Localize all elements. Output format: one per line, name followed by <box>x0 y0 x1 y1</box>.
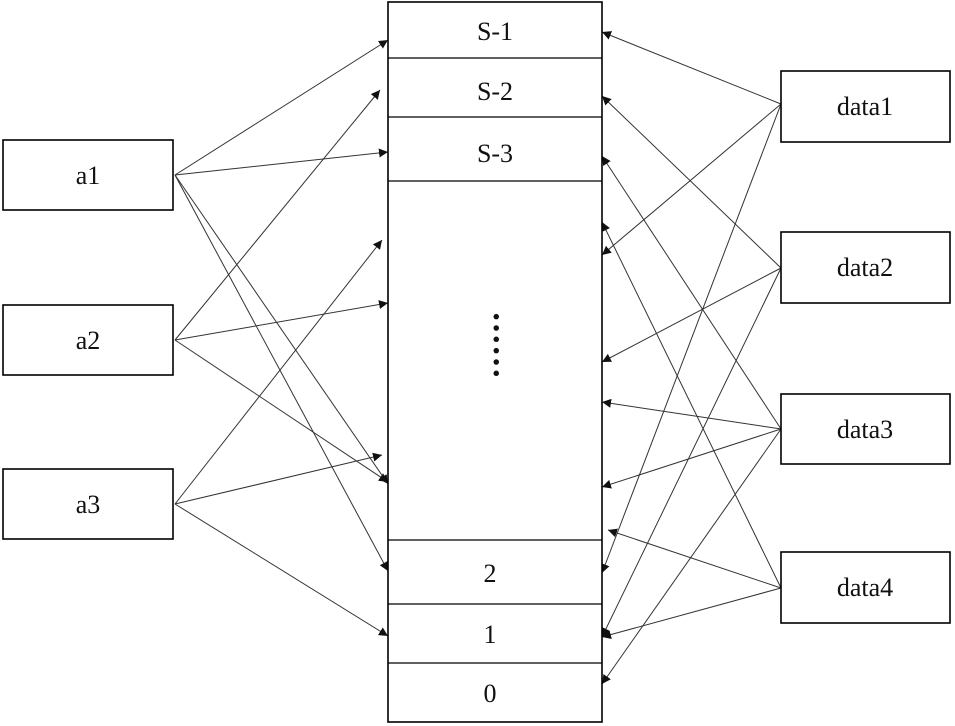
edges <box>174 31 782 685</box>
stack-cell-2: 2 <box>484 559 497 588</box>
node-data1-label: data1 <box>837 92 893 121</box>
stack-cell-s2: S-2 <box>477 77 513 106</box>
node-data2-box <box>780 231 951 304</box>
stack-cell-s3: S-3 <box>477 139 513 168</box>
stack-cell-0: 0 <box>484 679 497 708</box>
edge-a3-to-c1 <box>174 503 389 637</box>
stack: S-1 S-2 S-3 ······ 2 1 0 <box>387 1 603 723</box>
node-a3-box <box>2 468 174 540</box>
edge-a2-to-s2 <box>174 89 381 341</box>
edge-data3-to-gap_mid <box>601 398 782 430</box>
edge-a1-to-c2 <box>174 174 389 572</box>
stack-ellipsis: ······ <box>477 311 514 379</box>
node-a2-box <box>2 304 174 376</box>
edge-a3-to-gap_top <box>174 239 383 505</box>
node-data1-box <box>780 70 951 143</box>
edge-a1-to-gap_low <box>174 174 389 485</box>
edge-data4-to-gap_bottom <box>607 528 782 589</box>
node-data4-box <box>780 551 951 624</box>
node-data3-box <box>780 393 951 465</box>
edge-data4-to-c1 <box>601 587 782 639</box>
node-a1-label: a1 <box>76 161 101 190</box>
node-a1-box <box>2 139 174 211</box>
edge-a1-to-s3 <box>174 148 389 176</box>
edge-data3-to-s3 <box>601 155 782 430</box>
node-data3-label: data3 <box>837 415 893 444</box>
right-nodes: data1 data2 data3 data4 <box>780 70 951 624</box>
edge-a3-to-gap_bottom <box>174 452 383 505</box>
edge-data1-to-c2 <box>601 103 782 574</box>
edge-data2-to-s2 <box>601 95 782 269</box>
edge-a2-to-gap_lower <box>174 339 389 483</box>
stack-frame <box>387 1 603 723</box>
edge-data1-to-gap_top <box>601 103 782 256</box>
node-data2-label: data2 <box>837 253 893 282</box>
edge-a2-to-gap_upper <box>174 300 389 341</box>
stack-cell-1: 1 <box>484 620 497 649</box>
edge-data1-to-s1 <box>601 31 782 105</box>
node-a2-label: a2 <box>76 326 101 355</box>
node-a3-label: a3 <box>76 490 101 519</box>
edge-data2-to-c1 <box>601 267 782 638</box>
stack-cell-s1: S-1 <box>477 17 513 46</box>
edge-data4-to-gap_upper <box>601 221 782 589</box>
edge-a1-to-s1 <box>174 39 389 176</box>
node-data4-label: data4 <box>837 573 893 602</box>
left-nodes: a1 a2 a3 <box>2 139 174 540</box>
edge-data2-to-gap_mid <box>601 267 782 363</box>
edge-data3-to-c0 <box>601 428 782 685</box>
edge-data3-to-gap_bottom <box>601 428 782 489</box>
